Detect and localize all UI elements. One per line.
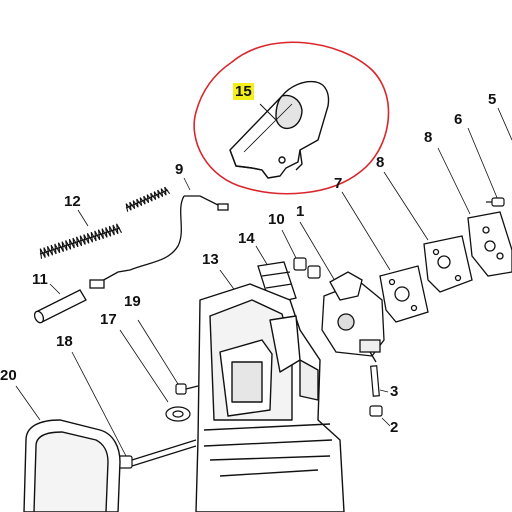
spring-coil: [39, 223, 122, 259]
part-15-cover: [229, 80, 330, 179]
part-9-wire: [89, 177, 229, 289]
label-part-19: 19: [124, 293, 141, 310]
label-part-5: 5: [488, 91, 497, 108]
label-part-1: 1: [296, 203, 305, 220]
label-part-3: 3: [390, 383, 399, 400]
label-part-13: 13: [202, 251, 219, 268]
part-1-carburetor: [299, 221, 385, 363]
label-part-11: 11: [32, 271, 48, 288]
part-8-gasket-left: [341, 191, 429, 323]
part-12-spring-small: [125, 186, 171, 212]
part-20-filter: [15, 385, 121, 512]
spring-coil: [125, 186, 171, 212]
label-part-17: 17: [100, 311, 117, 328]
part-6-screw: [467, 127, 505, 207]
label-part-8-left: 7: [334, 175, 343, 192]
label-part-14: 14: [238, 230, 255, 247]
label-part-9: 9: [175, 161, 184, 178]
part-17-washer: [119, 329, 191, 422]
label-part-20: 20: [0, 367, 17, 384]
part-11-pin: [33, 283, 87, 324]
label-part-6: 6: [454, 111, 463, 128]
part-19-bolt: [137, 319, 199, 395]
part-18-screw: [71, 351, 197, 469]
callout-circle: [193, 41, 390, 195]
part-10-nuts: [281, 229, 321, 279]
label-part-2: 2: [390, 419, 399, 436]
part-7-plate: [383, 171, 473, 293]
part-3-rod: [370, 365, 389, 397]
part-5-screw: [497, 107, 512, 141]
label-part-8-right: 8: [424, 129, 433, 146]
callout-label-15: 15: [233, 83, 254, 100]
label-part-7: 8: [376, 154, 385, 171]
label-part-10: 10: [268, 211, 285, 228]
part-8-gasket-right: [437, 147, 512, 277]
label-part-12: 12: [64, 193, 81, 210]
part-2-screw: [369, 405, 391, 427]
part-12-spring-large: [39, 209, 122, 259]
label-part-18: 18: [56, 333, 73, 350]
part-13-housing: [195, 269, 345, 512]
leader-15: [259, 103, 277, 121]
